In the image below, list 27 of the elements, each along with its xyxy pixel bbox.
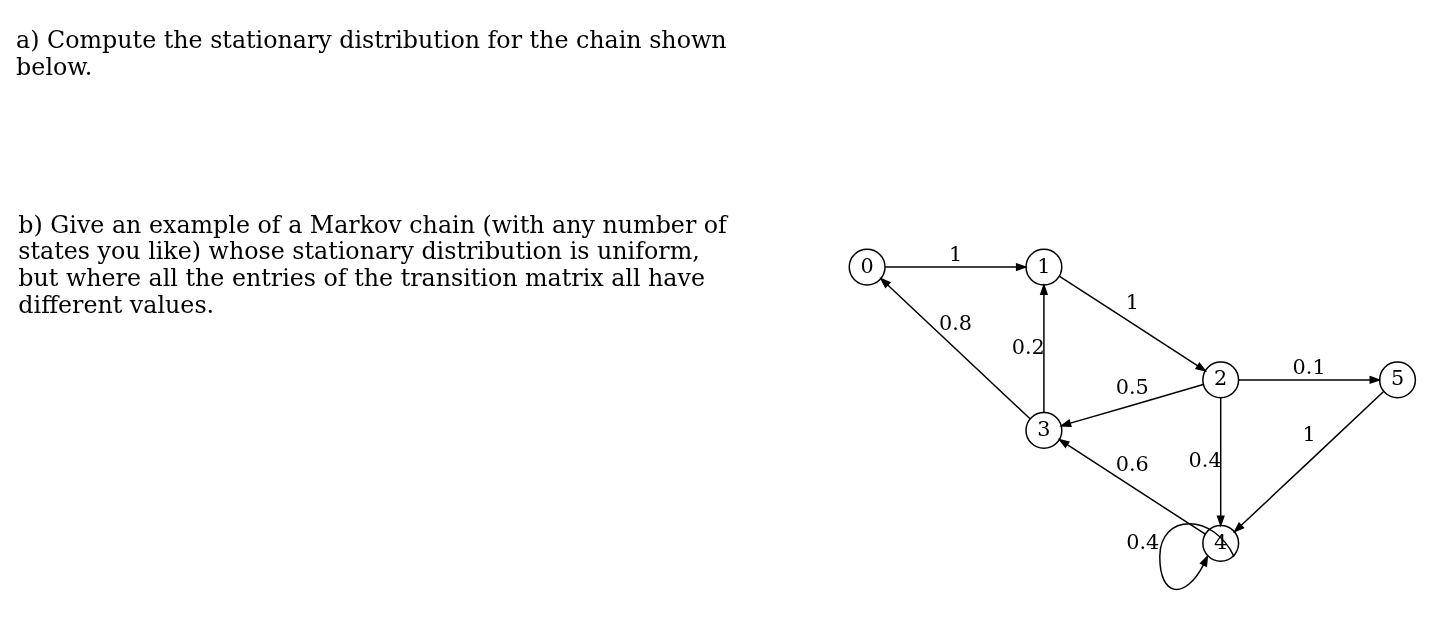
edge-label: 0.4	[1126, 529, 1160, 554]
node-circle: 4	[1202, 524, 1240, 562]
arrow	[1216, 397, 1225, 528]
arrow	[1057, 438, 1207, 535]
edge-label: 0.1	[1292, 355, 1326, 380]
edge-label: 0.4	[1188, 448, 1222, 473]
node-circle: 3	[1025, 411, 1063, 450]
edge-label: 0.6	[1115, 451, 1149, 476]
arrow	[884, 262, 1028, 272]
arrow	[1059, 383, 1204, 428]
node-circle: 2	[1202, 361, 1240, 399]
arrow	[1039, 283, 1049, 414]
arrow	[1233, 390, 1385, 534]
node-circle: 0	[848, 248, 886, 286]
edge-label: 1	[1125, 289, 1139, 314]
edge-label: 1	[948, 242, 963, 267]
edge-label: 0.5	[1115, 374, 1149, 399]
node-circle: 1	[1025, 248, 1063, 286]
edge-label: 0.2	[1011, 335, 1045, 360]
arrow	[879, 277, 1031, 420]
label: a) Compute the stationary distribution for the chain shown below.	[16, 26, 727, 82]
arrow	[1238, 375, 1382, 385]
edge-label: 0.8	[938, 310, 973, 335]
node-circle: 5	[1378, 361, 1417, 399]
edge-label: 1	[1302, 422, 1316, 447]
arrow	[1058, 275, 1208, 373]
label: b) Give an example of a Markov chain (with any number of states you like) whose stationary distribution is uniform, but where all the entries of the transition matrix all have different values.	[18, 210, 727, 319]
